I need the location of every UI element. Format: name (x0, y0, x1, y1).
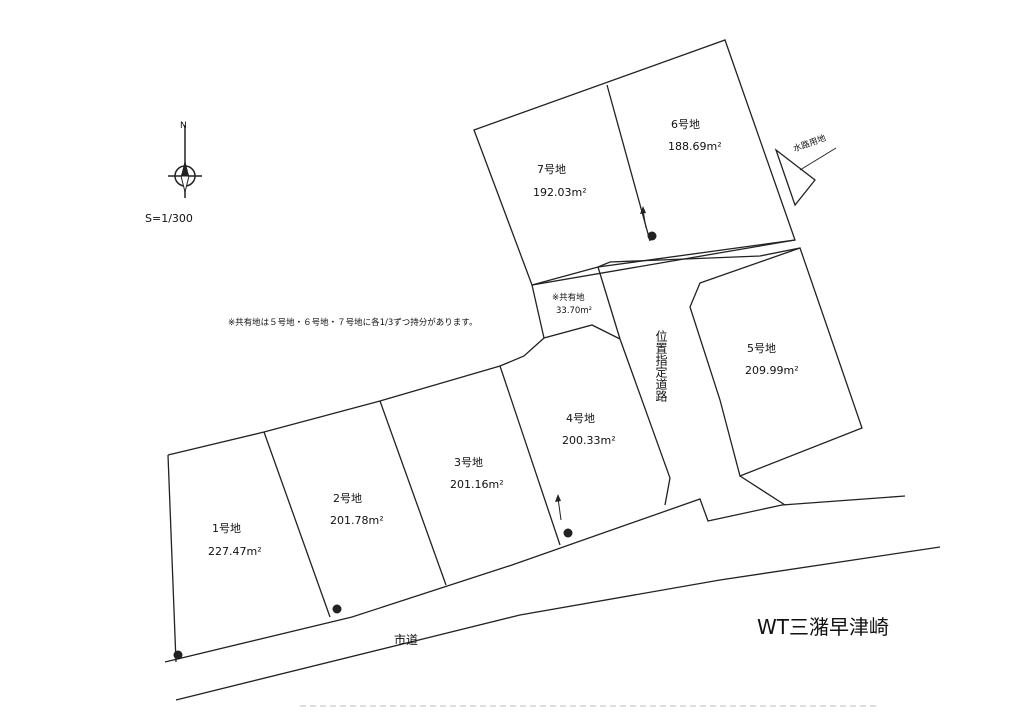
lot-1-name: 1号地 (212, 522, 241, 535)
lot-2-area: 201.78m² (330, 514, 384, 527)
compass-label: N (180, 121, 187, 131)
city-road (164, 495, 941, 701)
water-channel-label: 水路用地 (792, 132, 828, 154)
designated-road-label: 位置指定道路 (654, 329, 668, 403)
north-arrow-icon: N (168, 121, 202, 198)
shared-land-name: ※共有地 (552, 292, 585, 303)
lot-7-name: 7号地 (537, 163, 566, 176)
lot-2-name: 2号地 (333, 492, 362, 505)
survey-markers (173, 206, 657, 660)
lot-4-name: 4号地 (566, 412, 595, 425)
lot-6-name: 6号地 (671, 118, 700, 131)
lot-5-boundary (689, 247, 863, 477)
shared-land-note: ※共有地は５号地・６号地・７号地に各1/3ずつ持分があります。 (228, 317, 477, 328)
site-title: WT三潴早津崎 (757, 615, 889, 639)
city-road-label: 市道 (394, 632, 418, 647)
lot-1-area: 227.47m² (208, 545, 262, 558)
lot-4-area: 200.33m² (562, 434, 616, 447)
upper-lots (473, 39, 796, 286)
lot-3-name: 3号地 (454, 456, 483, 469)
lot-5-name: 5号地 (747, 342, 776, 355)
shared-land-area: 33.70m² (556, 306, 592, 316)
water-channel: 水路用地 (774, 132, 837, 207)
lower-lots (167, 324, 671, 663)
lot-6-area: 188.69m² (668, 140, 722, 153)
scale-text: S=1/300 (145, 212, 193, 225)
lot-3-area: 201.16m² (450, 478, 504, 491)
lot-5-area: 209.99m² (745, 364, 799, 377)
lot-7-area: 192.03m² (533, 186, 587, 199)
